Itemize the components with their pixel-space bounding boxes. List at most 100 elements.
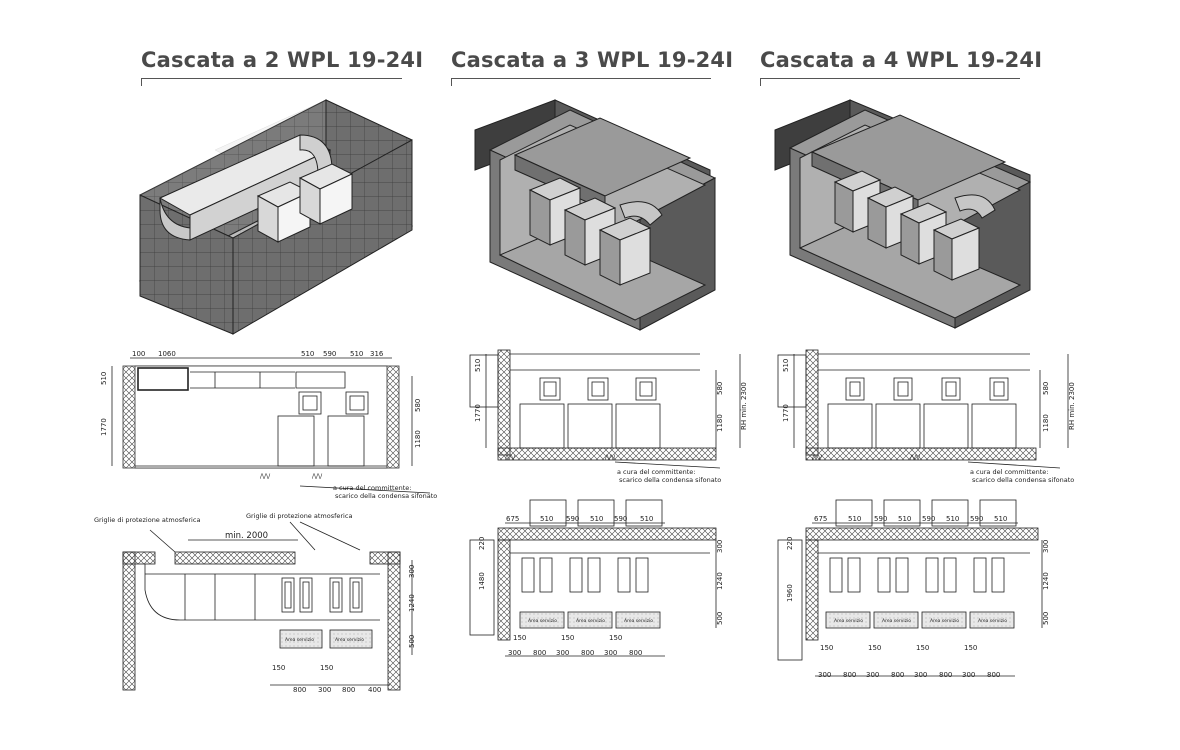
dim-label: 316 [370,350,384,358]
dim-label: 1770 [100,418,108,436]
dim-label: 1060 [158,350,176,358]
dim-label: 220 [478,537,486,550]
title-underline-3 [760,78,1020,79]
dim-label: 150 [513,634,526,642]
dim-label: 220 [786,537,794,550]
dim-label: 300 [1042,540,1050,553]
dim-label: 510 [946,515,959,523]
floor-mark: /\/\/ [260,473,271,480]
dim-label: 675 [814,515,827,523]
dim-label: 150 [868,644,881,652]
grille-label-left: Griglie di protezione atmosferica [94,516,200,524]
condensate-note-line-1: a cura del committente: [333,484,411,492]
title-tick-3 [760,78,761,86]
condensate-note-line-2: scarico della condensa sifonato [335,492,437,500]
side-view-4-units-labels: 510 1770 580 1180 RH min. 2300 /\/\/ /\/… [782,359,1076,484]
floor-mark: /\/\/ [505,454,516,461]
dim-label: 1180 [414,430,422,448]
service-area-label: Area servizio [930,618,959,624]
dim-label: 590 [323,350,336,358]
floor-mark: /\/\/ [910,454,921,461]
plan-view-2-units-labels: Griglie di protezione atmosferica Grigli… [94,512,416,694]
floor-mark: /\/\/ [312,473,323,480]
dim-label: 580 [414,399,422,412]
dim-label: 1480 [478,572,486,590]
dim-label: 510 [848,515,861,523]
dim-label: 1770 [474,404,482,422]
dim-label: 300 [556,649,569,657]
dim-label: 590 [614,515,627,523]
dim-label: 510 [540,515,553,523]
title-underline-2 [451,78,711,79]
dim-label: 1960 [786,584,794,602]
dim-label: 510 [994,515,1007,523]
condensate-note-line-1: a cura del committente: [617,468,695,476]
dim-label: 590 [566,515,579,523]
plan-view-3-units-labels: 675 510 590 510 590 510 220 1480 300 124… [478,515,724,657]
dim-label: 150 [820,644,833,652]
dim-label: 300 [866,671,879,679]
title-cascade-2: Cascata a 2 WPL 19-24I [141,48,424,72]
iso-view-3-units [474,99,717,331]
floor-mark: /\/\/ [812,454,823,461]
plan-view-4-units [777,499,1043,677]
side-view-2-units [111,357,431,494]
dim-label: 800 [987,671,1000,679]
dim-label: 150 [561,634,574,642]
dim-label: 800 [342,686,355,694]
floor-mark: /\/\/ [605,454,616,461]
dim-label: 510 [350,350,363,358]
dim-label: 590 [970,515,983,523]
dim-label: 800 [629,649,642,657]
side-view-3-units [469,349,741,469]
dim-label: 1240 [716,572,724,590]
dim-label: 300 [318,686,331,694]
rh-label: RH min. 2300 [1068,382,1076,430]
dim-label: 150 [609,634,622,642]
dim-label: 100 [132,350,145,358]
plan-view-2-units [122,521,413,691]
rh-label: RH min. 2300 [740,382,748,430]
grille-label-right: Griglie di protezione atmosferica [246,512,352,520]
dim-label: 510 [898,515,911,523]
dim-label: 510 [782,359,790,372]
dim-label: 1770 [782,404,790,422]
condensate-note-line-2: scarico della condensa sifonato [619,476,721,484]
side-view-3-units-labels: 510 1770 580 1180 RH min. 2300 /\/\/ /\/… [474,359,748,484]
title-tick-1 [141,78,142,86]
service-area-label: Area servizio [335,637,364,643]
dim-label: 150 [320,664,333,672]
service-area-label: Area servizio [528,618,557,624]
dim-label: 500 [408,635,416,648]
service-area-label: Area servizio [624,618,653,624]
service-area-label: Area servizio [882,618,911,624]
dim-label: 675 [506,515,519,523]
dim-label: 800 [533,649,546,657]
service-area-label: Area servizio [576,618,605,624]
dim-label: 300 [408,565,416,578]
iso-view-4-units [774,99,1032,329]
iso-view-2-units [138,99,414,335]
dim-label: 510 [100,372,108,385]
side-view-2-units-labels: 100 1060 510 590 510 316 510 1770 580 11… [100,350,437,500]
dim-label: 300 [508,649,521,657]
dim-label: 1240 [1042,572,1050,590]
dim-label: 800 [939,671,952,679]
plan-view-4-units-labels: 675 510 590 510 590 510 590 510 220 1960… [786,515,1050,679]
dim-label: 300 [716,540,724,553]
dim-label: 300 [818,671,831,679]
service-area-label: Area servizio [834,618,863,624]
dim-label: 590 [874,515,887,523]
dim-label: 1240 [408,594,416,612]
dim-label: 800 [581,649,594,657]
dim-label: 510 [640,515,653,523]
title-underline-1 [141,78,402,79]
dim-label: 1180 [716,414,724,432]
side-view-4-units [777,349,1069,469]
dim-label: 580 [716,382,724,395]
dim-label: 150 [272,664,285,672]
title-cascade-3: Cascata a 3 WPL 19-24I [451,48,734,72]
dim-label: 300 [604,649,617,657]
dim-label: 510 [474,359,482,372]
